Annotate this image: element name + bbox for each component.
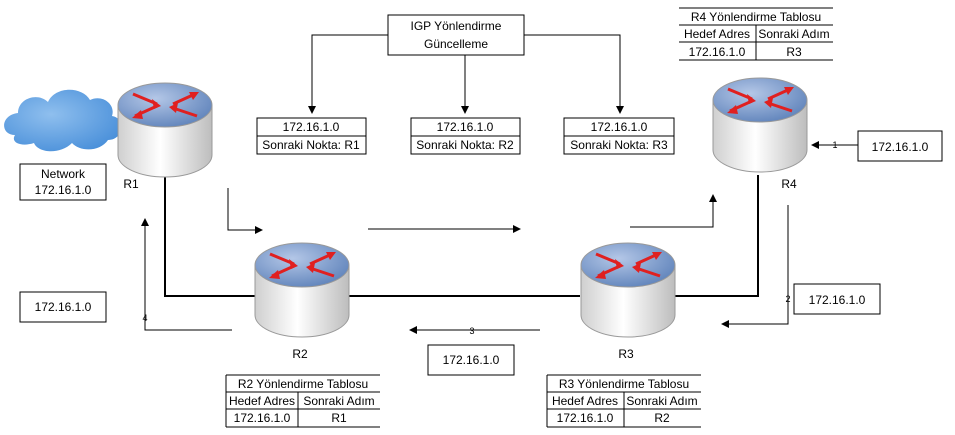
table-header-destination: Hedef Adres [684, 27, 750, 41]
next-hop-box-r3: 172.16.1.0 Sonraki Nokta: R3 [563, 117, 675, 155]
routing-table-r2: R2 Yönlendirme Tablosu Hedef Adres Sonra… [225, 374, 380, 428]
step-number-3: 3 [469, 326, 474, 336]
cloud-icon [4, 89, 122, 152]
packet-address-1: 172.16.1.0 [872, 140, 929, 154]
igp-title-line2: Güncelleme [424, 37, 488, 51]
packet-arrow-2 [721, 205, 789, 328]
router-r3-label: R3 [618, 347, 634, 361]
step-number-2: 2 [785, 294, 790, 304]
next-hop-box-r2: 172.16.1.0 Sonraki Nokta: R2 [410, 117, 521, 155]
table-header-next-hop: Sonraki Adım [758, 27, 829, 41]
network-address: 172.16.1.0 [35, 183, 92, 197]
table-cell-destination: 172.16.1.0 [557, 411, 614, 425]
step-number-4: 4 [142, 313, 147, 323]
packet-arrow-4 [141, 218, 232, 331]
next-hop-value: Sonraki Nokta: R2 [416, 138, 514, 152]
table-header-destination: Hedef Adres [229, 394, 295, 408]
packet-address-2: 172.16.1.0 [809, 293, 866, 307]
igp-arrows [308, 34, 624, 114]
next-hop-box-r1: 172.16.1.0 Sonraki Nokta: R1 [256, 117, 367, 155]
packet-box-2 [793, 283, 881, 315]
routing-table-r4: R4 Yönlendirme Tablosu Hedef Adres Sonra… [679, 7, 833, 61]
router-r2-icon[interactable] [253, 241, 351, 339]
link-lines [164, 160, 759, 297]
packet-address-4: 172.16.1.0 [35, 300, 92, 314]
router-r1-icon[interactable] [116, 81, 214, 179]
table-cell-next-hop: R1 [331, 411, 347, 425]
next-hop-address: 172.16.1.0 [437, 120, 494, 134]
packet-address-3: 172.16.1.0 [443, 353, 500, 367]
router-r4-icon[interactable] [711, 76, 809, 174]
router-r2-label: R2 [292, 347, 308, 361]
router-r4-label: R4 [781, 177, 797, 191]
table-header-destination: Hedef Adres [552, 394, 618, 408]
next-hop-value: Sonraki Nokta: R1 [262, 138, 360, 152]
packet-box-4 [19, 291, 107, 323]
igp-title-line1: IGP Yönlendirme [411, 19, 502, 33]
packet-box-3 [427, 344, 515, 376]
step-number-1: 1 [832, 140, 837, 150]
table-cell-destination: 172.16.1.0 [234, 411, 291, 425]
next-hop-value: Sonraki Nokta: R3 [570, 138, 668, 152]
table-cell-next-hop: R2 [654, 411, 670, 425]
router-r1-label: R1 [123, 177, 139, 191]
next-hop-address: 172.16.1.0 [591, 120, 648, 134]
packet-box-1 [857, 130, 943, 162]
routing-table-r3: R3 Yönlendirme Tablosu Hedef Adres Sonra… [546, 374, 701, 428]
next-hop-address: 172.16.1.0 [283, 120, 340, 134]
table-cell-destination: 172.16.1.0 [689, 45, 746, 59]
network-box [19, 163, 107, 201]
igp-update-box [387, 14, 525, 56]
network-label: Network [41, 167, 86, 181]
table-title: R4 Yönlendirme Tablosu [691, 10, 821, 24]
table-title: R3 Yönlendirme Tablosu [559, 377, 689, 391]
router-r3-icon[interactable] [579, 241, 677, 339]
table-header-next-hop: Sonraki Adım [303, 394, 374, 408]
table-cell-next-hop: R3 [786, 45, 802, 59]
table-title: R2 Yönlendirme Tablosu [238, 377, 368, 391]
table-header-next-hop: Sonraki Adım [626, 394, 697, 408]
update-flow-arrows [227, 188, 717, 234]
